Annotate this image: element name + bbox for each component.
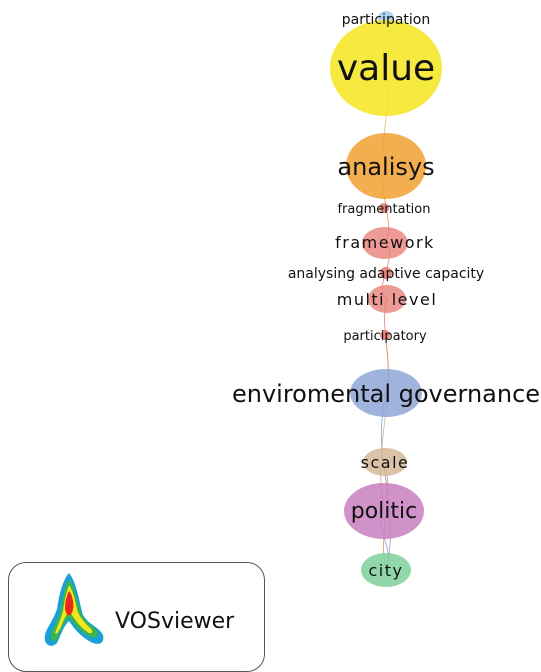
node-analisys[interactable] (346, 133, 426, 199)
node-framework[interactable] (362, 227, 408, 259)
node-scale[interactable] (363, 448, 407, 476)
vosviewer-brand-name: VOSviewer (115, 609, 235, 634)
node-city[interactable] (361, 553, 411, 587)
node-label-multi-level: multi level (337, 290, 438, 309)
node-value[interactable] (330, 20, 442, 116)
node-label-fragmentation: fragmentation (337, 202, 430, 217)
labels-layer: participation value analisys fragmentation f… (232, 12, 540, 580)
node-label-framework: framework (335, 233, 435, 252)
node-politic[interactable] (344, 483, 424, 539)
node-label-participatory: participatory (343, 329, 427, 344)
node-label-analisys: analisys (337, 153, 434, 181)
vosviewer-logo-box: VOSviewer (8, 562, 265, 672)
vosviewer-logo-icon (44, 573, 104, 646)
node-label-participation: participation (342, 12, 430, 28)
node-multi-level[interactable] (368, 285, 406, 313)
node-label-city: city (369, 561, 404, 580)
node-label-politic: politic (351, 499, 417, 524)
node-label-scale: scale (361, 453, 410, 472)
node-enviromental-governance[interactable] (350, 369, 422, 417)
node-label-analysing-adaptive-capacity: analysing adaptive capacity (288, 266, 484, 282)
nodes-layer (330, 11, 442, 587)
node-analysing-adaptive-capacity[interactable] (380, 267, 392, 279)
node-fragmentation[interactable] (379, 203, 389, 213)
node-participatory[interactable] (380, 330, 390, 340)
node-label-value: value (337, 48, 435, 89)
node-label-enviromental-governance: enviromental governance (232, 380, 540, 408)
